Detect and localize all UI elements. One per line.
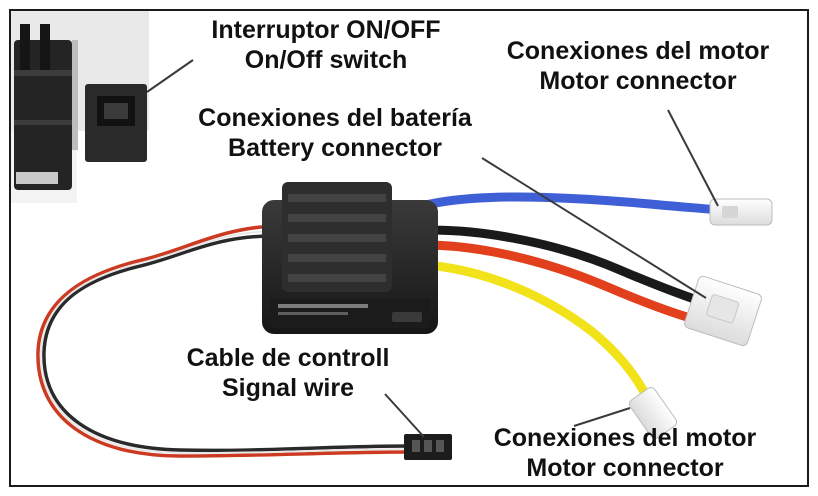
motor-label-top-en: Motor connector (539, 67, 737, 95)
motor-label-bottom-es: Conexiones del motor (493, 424, 757, 452)
motor-label-top-es: Conexiones del motor (506, 37, 770, 65)
battery-connector (684, 275, 762, 347)
battery-label: Conexiones del batería Battery connector (178, 103, 492, 163)
switch-label-es: Interruptor ON/OFF (211, 16, 441, 44)
signal-label-en: Signal wire (222, 374, 354, 402)
battery-label-en: Battery connector (228, 134, 442, 162)
signal-label: Cable de controll Signal wire (168, 343, 408, 403)
esc-body (262, 182, 438, 334)
signal-label-es: Cable de controll (186, 344, 390, 372)
signal-wire (36, 224, 411, 458)
power-wires (390, 192, 723, 413)
motor-label-bottom: Conexiones del motor Motor connector (475, 423, 775, 483)
battery-label-es: Conexiones del batería (198, 104, 472, 132)
motor-connector-top (709, 198, 773, 226)
leader-lines (146, 59, 719, 438)
switch-label-en: On/Off switch (244, 46, 408, 74)
switch-inset (11, 11, 149, 203)
signal-plug (404, 434, 452, 460)
motor-label-bottom-en: Motor connector (526, 454, 724, 482)
switch-label: Interruptor ON/OFF On/Off switch (195, 15, 457, 75)
motor-label-top: Conexiones del motor Motor connector (488, 36, 788, 96)
motor-connector-bottom (628, 387, 678, 439)
